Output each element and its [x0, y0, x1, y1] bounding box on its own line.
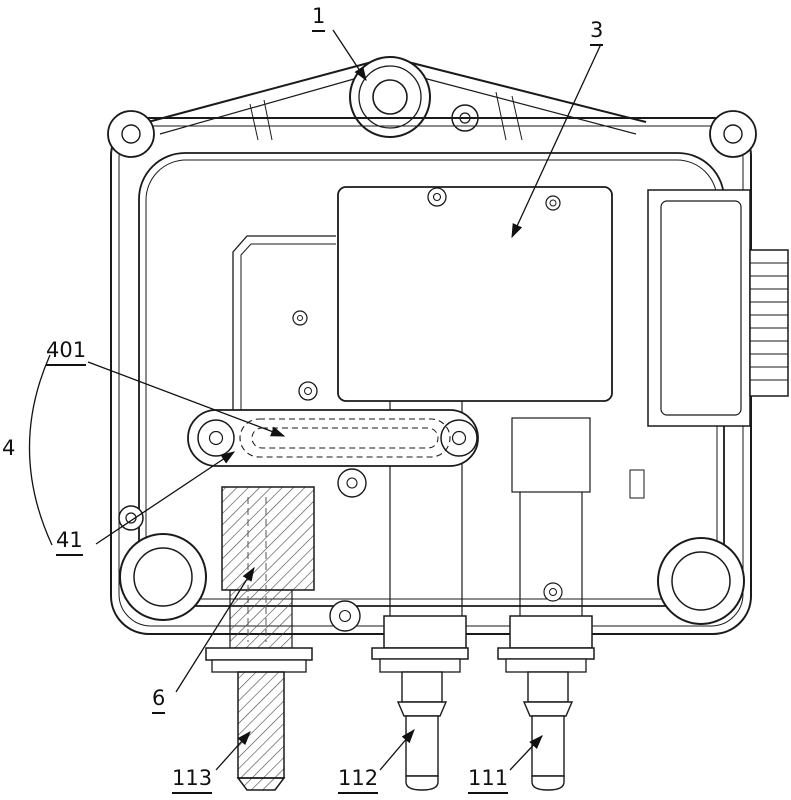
leader-111	[509, 735, 543, 771]
leader-112	[379, 729, 415, 771]
leader-401	[87, 361, 286, 437]
callout-111: 111	[468, 766, 509, 794]
oval-plate	[187, 381, 479, 498]
leader-6	[175, 566, 255, 693]
callout-1: 1	[312, 4, 326, 32]
leader-41	[95, 451, 236, 545]
leader-lines	[28, 29, 602, 771]
callout-4: 4	[2, 436, 16, 460]
connector-block	[629, 189, 789, 499]
corner-bosses	[107, 110, 757, 625]
leader-113	[215, 731, 251, 771]
leader-1	[332, 29, 367, 82]
interior-columns	[329, 401, 591, 632]
hidden-slot-outline	[239, 418, 451, 458]
connector-ribs	[749, 249, 789, 397]
callout-112: 112	[338, 766, 379, 794]
port-112	[371, 615, 469, 791]
callout-401: 401	[46, 338, 87, 366]
callout-113: 113	[172, 766, 213, 794]
hatched-plug	[221, 486, 315, 649]
main-block	[337, 186, 613, 402]
leader-3	[511, 43, 602, 239]
interior-wall	[232, 235, 336, 410]
callout-6: 6	[152, 686, 166, 714]
callout-41: 41	[56, 528, 83, 556]
callout-3: 3	[590, 18, 604, 46]
port-111	[497, 615, 595, 791]
bracket-4	[28, 354, 53, 546]
port-113	[205, 647, 313, 791]
top-bracket	[147, 56, 647, 141]
